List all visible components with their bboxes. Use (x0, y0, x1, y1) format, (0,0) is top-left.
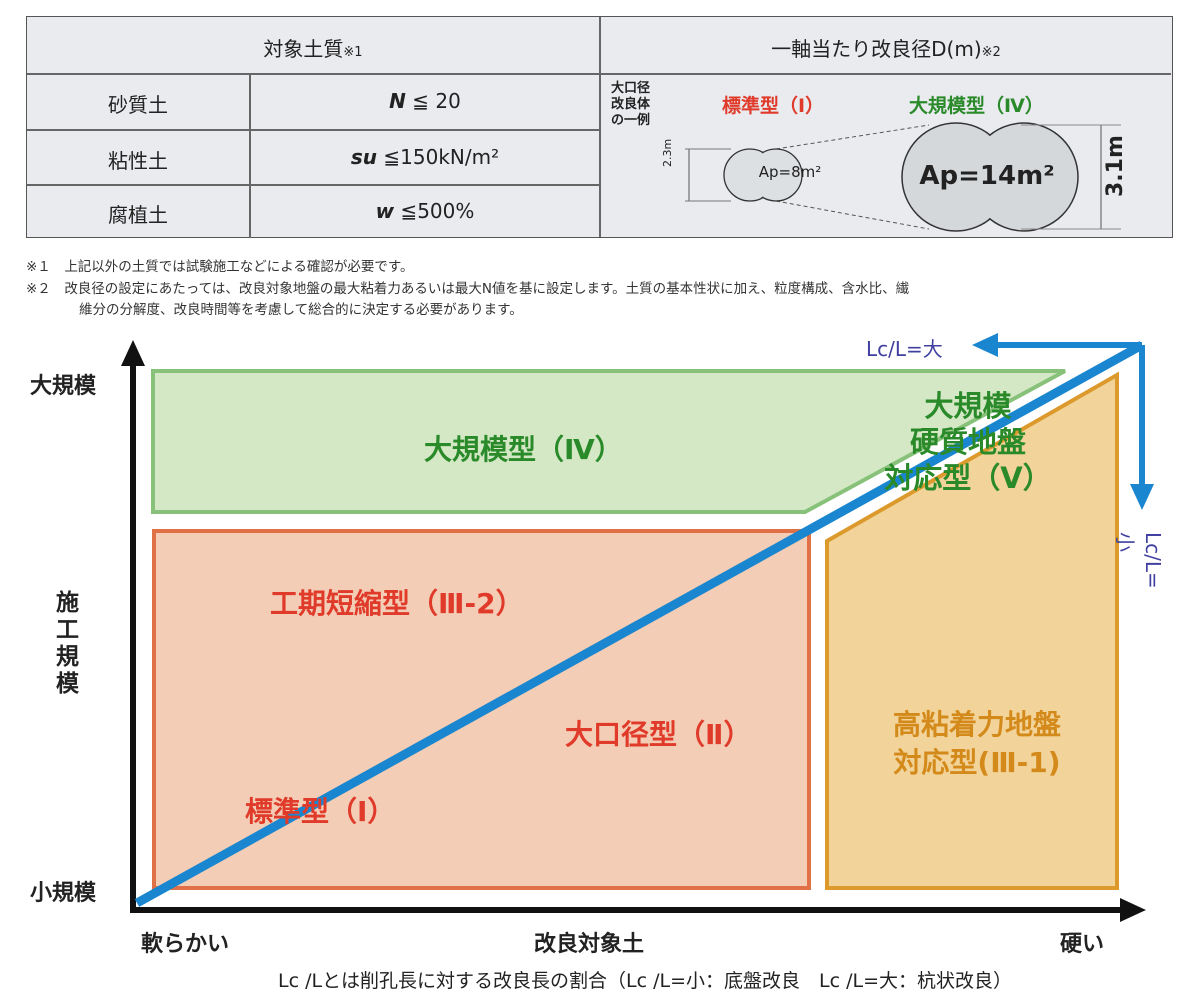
example-label-line1: 大口径 (611, 81, 651, 96)
label-high-cohesion: 高粘着力地盤 対応型(Ⅲ-1) (862, 706, 1092, 782)
note-1-mark: ※１ (26, 259, 51, 275)
cond-sandy-var: N (389, 89, 406, 113)
y-top-label: 大規模 (30, 374, 97, 399)
type4-label: 大規模型（Ⅳ） (909, 95, 1044, 117)
table-divider-row2 (27, 184, 599, 186)
label-cohesion-line2: 対応型(Ⅲ-1) (893, 746, 1061, 779)
label-hard-ground: 大規模 硬質地盤 対応型（Ⅴ） (878, 388, 1058, 496)
label-hard-line1: 大規模 (924, 389, 1012, 423)
y-title-char-4: 模 (56, 671, 79, 697)
table-divider-vertical (599, 17, 601, 237)
diameter-example-graphic (685, 122, 1121, 232)
x-left-label: 軟らかい (141, 932, 230, 957)
label-large-scale: 大規模型（Ⅳ） (424, 433, 623, 466)
table-divider-row1 (27, 129, 599, 131)
cond-cohesive: su ≦150kN/m² (251, 145, 599, 169)
x-axis-arrowhead (1120, 898, 1146, 922)
cond-cohesive-value: ≦150kN/m² (377, 145, 500, 169)
header-diameter-text: 一軸当たり改良径D(m) (771, 37, 982, 61)
note-1-text: 上記以外の土質では試験施工などによる確認が必要です。 (64, 259, 414, 275)
large-area-label: Ap=14m² (919, 161, 1055, 191)
note-3: 維分の分解度、改良時間等を考慮して総合的に決定する必要があります。 (79, 302, 523, 318)
cond-humus: w ≦500% (251, 199, 599, 223)
cond-humus-value: ≦500% (394, 199, 475, 223)
header-diameter-note: ※2 (981, 45, 1001, 60)
soil-sandy: 砂質土 (108, 93, 168, 117)
example-label: 大口径 改良体 の一例 (611, 81, 650, 129)
arrow-left-head (972, 333, 998, 357)
diagram-footnote: Lc /Lとは削孔長に対する改良長の割合（Lc /L=小：底盤改良 Lc /L=… (278, 970, 1013, 992)
cond-sandy: N ≦ 20 (251, 89, 599, 113)
example-label-line3: の一例 (611, 113, 651, 128)
note-2-mark: ※２ (26, 281, 51, 297)
arrow-down-head (1130, 484, 1154, 510)
header-diameter: 一軸当たり改良径D(m)※2 (601, 33, 1171, 62)
lc-ratio-line (134, 341, 1145, 907)
y-title-char-3: 規 (56, 644, 79, 670)
y-axis-arrowhead (121, 340, 145, 366)
taper-top (775, 124, 930, 150)
x-center-label: 改良対象土 (534, 932, 645, 957)
small-area-label: Ap=8m² (758, 163, 822, 181)
y-title-char-2: 工 (56, 617, 79, 643)
taper-bottom (775, 200, 930, 230)
x-right-label: 硬い (1060, 932, 1105, 957)
label-cohesion-line1: 高粘着力地盤 (892, 708, 1061, 741)
note-2: ※２ 改良径の設定にあたっては、改良対象地盤の最大粘着力あるいは最大N値を基に設… (26, 277, 909, 297)
note-2-text: 改良径の設定にあたっては、改良対象地盤の最大粘着力あるいは最大N値を基に設定しま… (64, 281, 910, 297)
small-circle-fill (725, 150, 775, 200)
cond-sandy-value: ≦ 20 (405, 89, 461, 113)
y-bottom-label: 小規模 (30, 881, 97, 906)
large-circle-fill (903, 124, 1009, 230)
table-divider-header (27, 73, 1171, 75)
label-standard: 標準型（Ⅰ） (245, 795, 396, 828)
example-label-line2: 改良体 (611, 97, 651, 112)
note-1: ※１ 上記以外の土質では試験施工などによる確認が必要です。 (26, 255, 414, 275)
label-short-term: 工期短縮型（Ⅲ-2） (270, 587, 524, 620)
type1-label: 標準型（Ⅰ） (722, 95, 825, 117)
header-soil-note: ※1 (343, 45, 363, 60)
cond-cohesive-var: su (350, 145, 378, 169)
arrow-left-label: Lc/L=大 (866, 337, 943, 361)
y-axis-title: 施 工 規 模 (56, 590, 79, 698)
soil-humus: 腐植土 (108, 203, 168, 227)
header-soil-text: 対象土質 (263, 37, 344, 61)
y-title-char-1: 施 (56, 590, 79, 616)
cond-humus-var: w (375, 199, 395, 223)
label-hard-line3: 対応型（Ⅴ） (884, 461, 1052, 495)
table-divider-col (249, 73, 251, 238)
soil-condition-table: 対象土質※1 一軸当たり改良径D(m)※2 砂質土 N ≦ 20 粘性土 su … (26, 16, 1173, 238)
label-big-diameter: 大口径型（Ⅱ） (565, 718, 752, 751)
label-hard-line2: 硬質地盤 (909, 425, 1026, 459)
arrow-down-label: Lc/L=小 (1113, 532, 1165, 589)
header-soil: 対象土質※1 (27, 33, 599, 62)
region-large-scale (151, 369, 1066, 514)
soil-cohesive: 粘性土 (108, 149, 168, 173)
region-high-cohesion (825, 371, 1119, 890)
